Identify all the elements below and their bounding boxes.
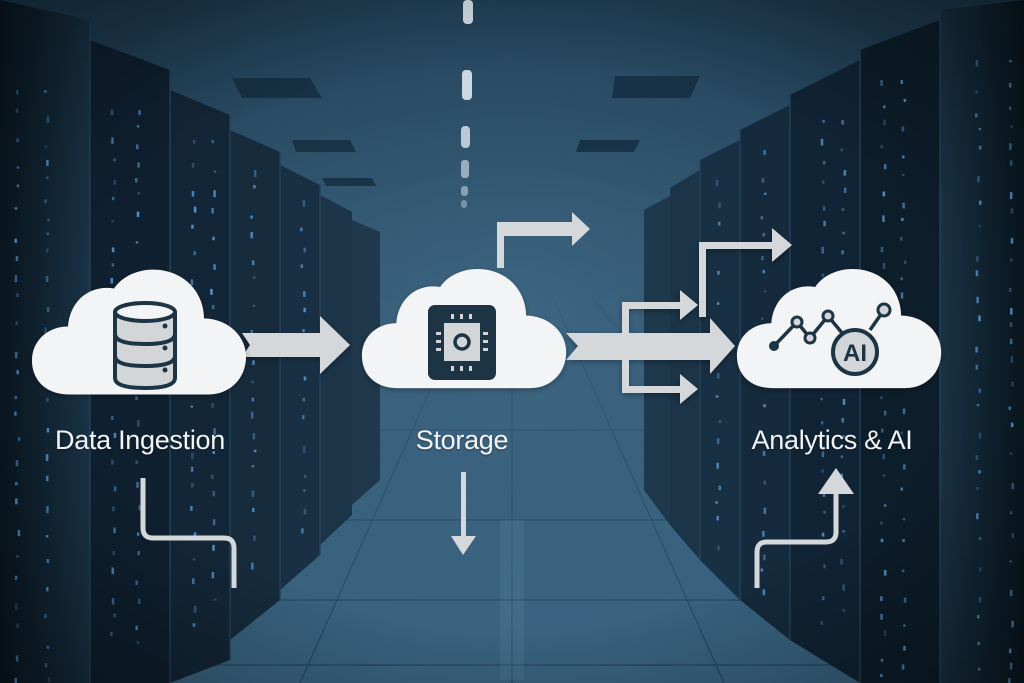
arrow-storage-to-analytics [566, 228, 792, 404]
label-analytics-ai: Analytics & AI [751, 425, 913, 455]
arrow-into-analytics-up [754, 468, 854, 588]
cpu-chip-icon [428, 305, 496, 380]
label-storage: Storage [415, 425, 509, 455]
label-data-ingestion: Data Ingestion [55, 425, 225, 455]
arrow-ingestion-to-storage [242, 316, 350, 374]
arrow-storage-down [451, 472, 476, 555]
database-icon [113, 301, 177, 391]
arrow-storage-up-branch [497, 212, 590, 268]
ai-badge-text: AI [843, 340, 867, 367]
connector-ingestion-down [140, 478, 237, 588]
ai-analytics-icon: AI [769, 302, 892, 376]
ai-badge [831, 328, 879, 376]
